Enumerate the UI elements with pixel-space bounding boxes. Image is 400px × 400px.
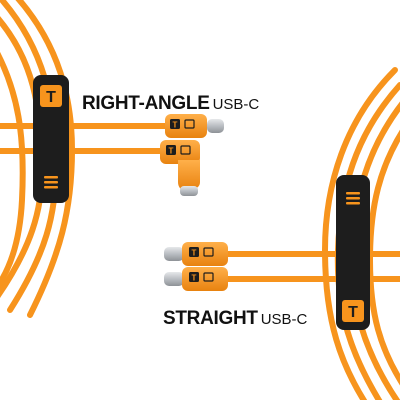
usb-c-plug-icon: [207, 119, 224, 133]
straight-connector-bottom-logo: T: [192, 274, 197, 283]
straight-cables: [222, 251, 400, 282]
connector-top-logo: T: [173, 121, 178, 130]
right-angle-cables: [0, 123, 173, 154]
right-hub-logo: T: [348, 304, 358, 321]
right-cable-4: [321, 67, 398, 400]
right-angle-label-main: RIGHT-ANGLE: [82, 93, 210, 114]
straight-connector-top: T: [164, 242, 228, 266]
right-angle-label-sub: USB-C: [212, 96, 260, 113]
connector-bottom-logo: T: [169, 147, 174, 156]
usb-symbol-icon: [180, 145, 191, 155]
left-hub-logo: T: [46, 89, 56, 106]
left-hub: T: [33, 75, 69, 203]
usb-symbol-icon: [203, 247, 214, 257]
usb-c-plug-icon: [164, 247, 184, 261]
usb-c-plug-icon: [164, 272, 184, 286]
usb-c-plug-icon: [180, 186, 198, 196]
straight-label-sub: USB-C: [260, 311, 308, 328]
right-hub: T: [336, 175, 370, 330]
left-cable-4: [0, 51, 26, 289]
right-cable-3: [366, 129, 400, 386]
straight-connector-top-logo: T: [192, 249, 197, 258]
right-angle-connector-top: T: [165, 114, 224, 138]
usb-symbol-icon: [203, 272, 214, 282]
straight-connector-bottom: T: [164, 267, 228, 291]
usb-symbol-icon: [184, 119, 195, 129]
straight-label-main: STRAIGHT: [163, 308, 258, 329]
right-angle-connector-bottom: T: [160, 140, 200, 196]
